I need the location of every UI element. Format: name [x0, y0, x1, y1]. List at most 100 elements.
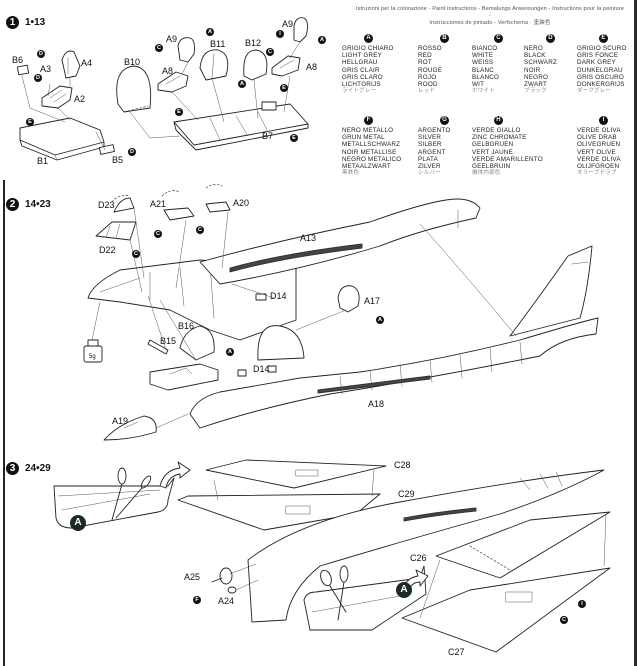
color-callout-C: C [196, 226, 204, 234]
color-name: SILVER [418, 134, 442, 142]
color-name: OLIVEGRUEN [577, 141, 621, 149]
color-code-badge: C [494, 34, 503, 43]
weight-label: 5g [89, 354, 96, 360]
part-label-B11: B11 [210, 39, 226, 49]
color-name: VERDE OLIVA [577, 127, 621, 134]
color-name: VERDE AMARILLENTO [472, 155, 543, 163]
step-number-badge: 3 [6, 462, 19, 475]
cut-callout-A: A [70, 515, 86, 531]
color-name: RED [418, 52, 432, 60]
part-label-A19: A19 [112, 416, 129, 426]
color-callout-A: A [206, 28, 214, 36]
part-label-A17: A17 [364, 296, 381, 306]
part-label-C27: C27 [448, 647, 465, 657]
color-code-badge: I [599, 116, 608, 125]
color-name-japanese: ライトグレー [342, 88, 377, 95]
step3-wing-C27 [401, 567, 611, 653]
part-label-C29: C29 [398, 489, 415, 499]
color-callout-D: D [37, 50, 45, 58]
step2-part-B15 [147, 339, 169, 355]
color-code-badge: G [440, 116, 449, 125]
part-label-D14-bottom: D14 [253, 364, 270, 374]
step3-fuselage [247, 469, 605, 623]
color-callout-D: D [128, 148, 136, 156]
part-label-C26: C26 [410, 553, 427, 563]
color-name: GRIGIO CHIARO [342, 45, 394, 52]
color-name: SCHWARZ [524, 59, 557, 67]
color-name: ROUGE [418, 66, 443, 74]
part-label-B15: B15 [160, 336, 177, 346]
step1-small-box [261, 101, 277, 111]
left-frame-rule [3, 180, 5, 666]
step3-exhaust-A25 [211, 567, 233, 585]
color-callout-C: C [560, 616, 568, 624]
color-name-japanese: 機体内部色 [472, 170, 501, 177]
step1-part-B5 [98, 144, 115, 155]
right-frame-rule [634, 0, 637, 666]
paint-header-line2: Instrucciones de pintado - Verfschema · … [429, 20, 551, 26]
step1-bulkhead-B12 [243, 49, 268, 81]
color-name: NOIR [524, 66, 541, 74]
step-3-header: 3 24•29 [6, 462, 51, 475]
color-name: SILBER [418, 141, 442, 149]
part-label-C28: C28 [394, 460, 411, 470]
step1-cockpit-tub-B1 [19, 117, 105, 161]
color-name: GEELBRUIN [472, 163, 511, 171]
color-callout-E: E [26, 118, 34, 126]
color-name-japanese: オリーブドラブ [577, 170, 617, 177]
part-label-B5: B5 [112, 155, 124, 165]
color-code-badge: A [364, 34, 373, 43]
color-name: METAALZWART [342, 163, 391, 171]
color-name-japanese: ブラック [524, 88, 547, 95]
cut-callout-A: A [396, 582, 412, 598]
color-name-japanese: ダークグレー [577, 88, 611, 95]
step2-panel-A21 [161, 190, 195, 221]
part-label-A18: A18 [368, 399, 385, 409]
color-name: ZILVER [418, 163, 441, 171]
color-name: BLANCO [472, 73, 500, 81]
color-name: ZINC CHROMATE [472, 134, 527, 142]
step1-bulkhead-B10 [116, 65, 152, 113]
part-label-A24: A24 [218, 596, 235, 606]
color-name: VERDE GIALLO [472, 127, 521, 134]
color-callout-A: A [238, 80, 246, 88]
scissors-icon [320, 565, 349, 621]
color-name: ROJO [418, 73, 437, 81]
step1-seat-A2 [41, 85, 73, 109]
step3-wing-C28 [205, 459, 387, 489]
color-callout-C: C [266, 48, 274, 56]
color-callout-A: A [376, 316, 384, 324]
color-code-badge: F [364, 116, 373, 125]
part-label-B12: B12 [245, 38, 262, 48]
step1-floor-B7 [173, 103, 309, 151]
color-name: BLANC [472, 66, 494, 74]
step-range: 24•29 [25, 463, 51, 474]
step-number-badge: 2 [6, 198, 19, 211]
part-label-A13: A13 [300, 233, 317, 243]
color-callout-D: D [34, 74, 42, 82]
part-label-B7: B7 [262, 131, 274, 141]
step1-headrest-A4 [61, 50, 81, 79]
color-name: VERT OLIVE [577, 148, 616, 156]
color-name: VERDE OLIVA [577, 155, 621, 163]
color-name-japanese: 黒鉄色 [342, 170, 360, 177]
step1-seat-A8-left [157, 71, 189, 93]
part-label-D23: D23 [98, 200, 115, 210]
color-name-japanese: レッド [418, 88, 436, 95]
step3-cut-inset-A-lower [303, 565, 427, 631]
color-name: GRIS CLARO [342, 73, 383, 81]
color-name: HELLGRAU [342, 59, 378, 67]
step2-windscreen-D22 [95, 221, 137, 241]
color-code-badge: E [599, 34, 608, 43]
step3-cut-inset-A [53, 477, 175, 529]
part-label-B16: B16 [178, 321, 195, 331]
step-1-header: 1 1•13 [6, 16, 45, 29]
color-name: LICHTGRIJS [342, 81, 381, 89]
part-label-A3: A3 [40, 64, 52, 74]
step2-instrument-A17 [337, 285, 360, 313]
color-callout-I: I [578, 600, 586, 608]
